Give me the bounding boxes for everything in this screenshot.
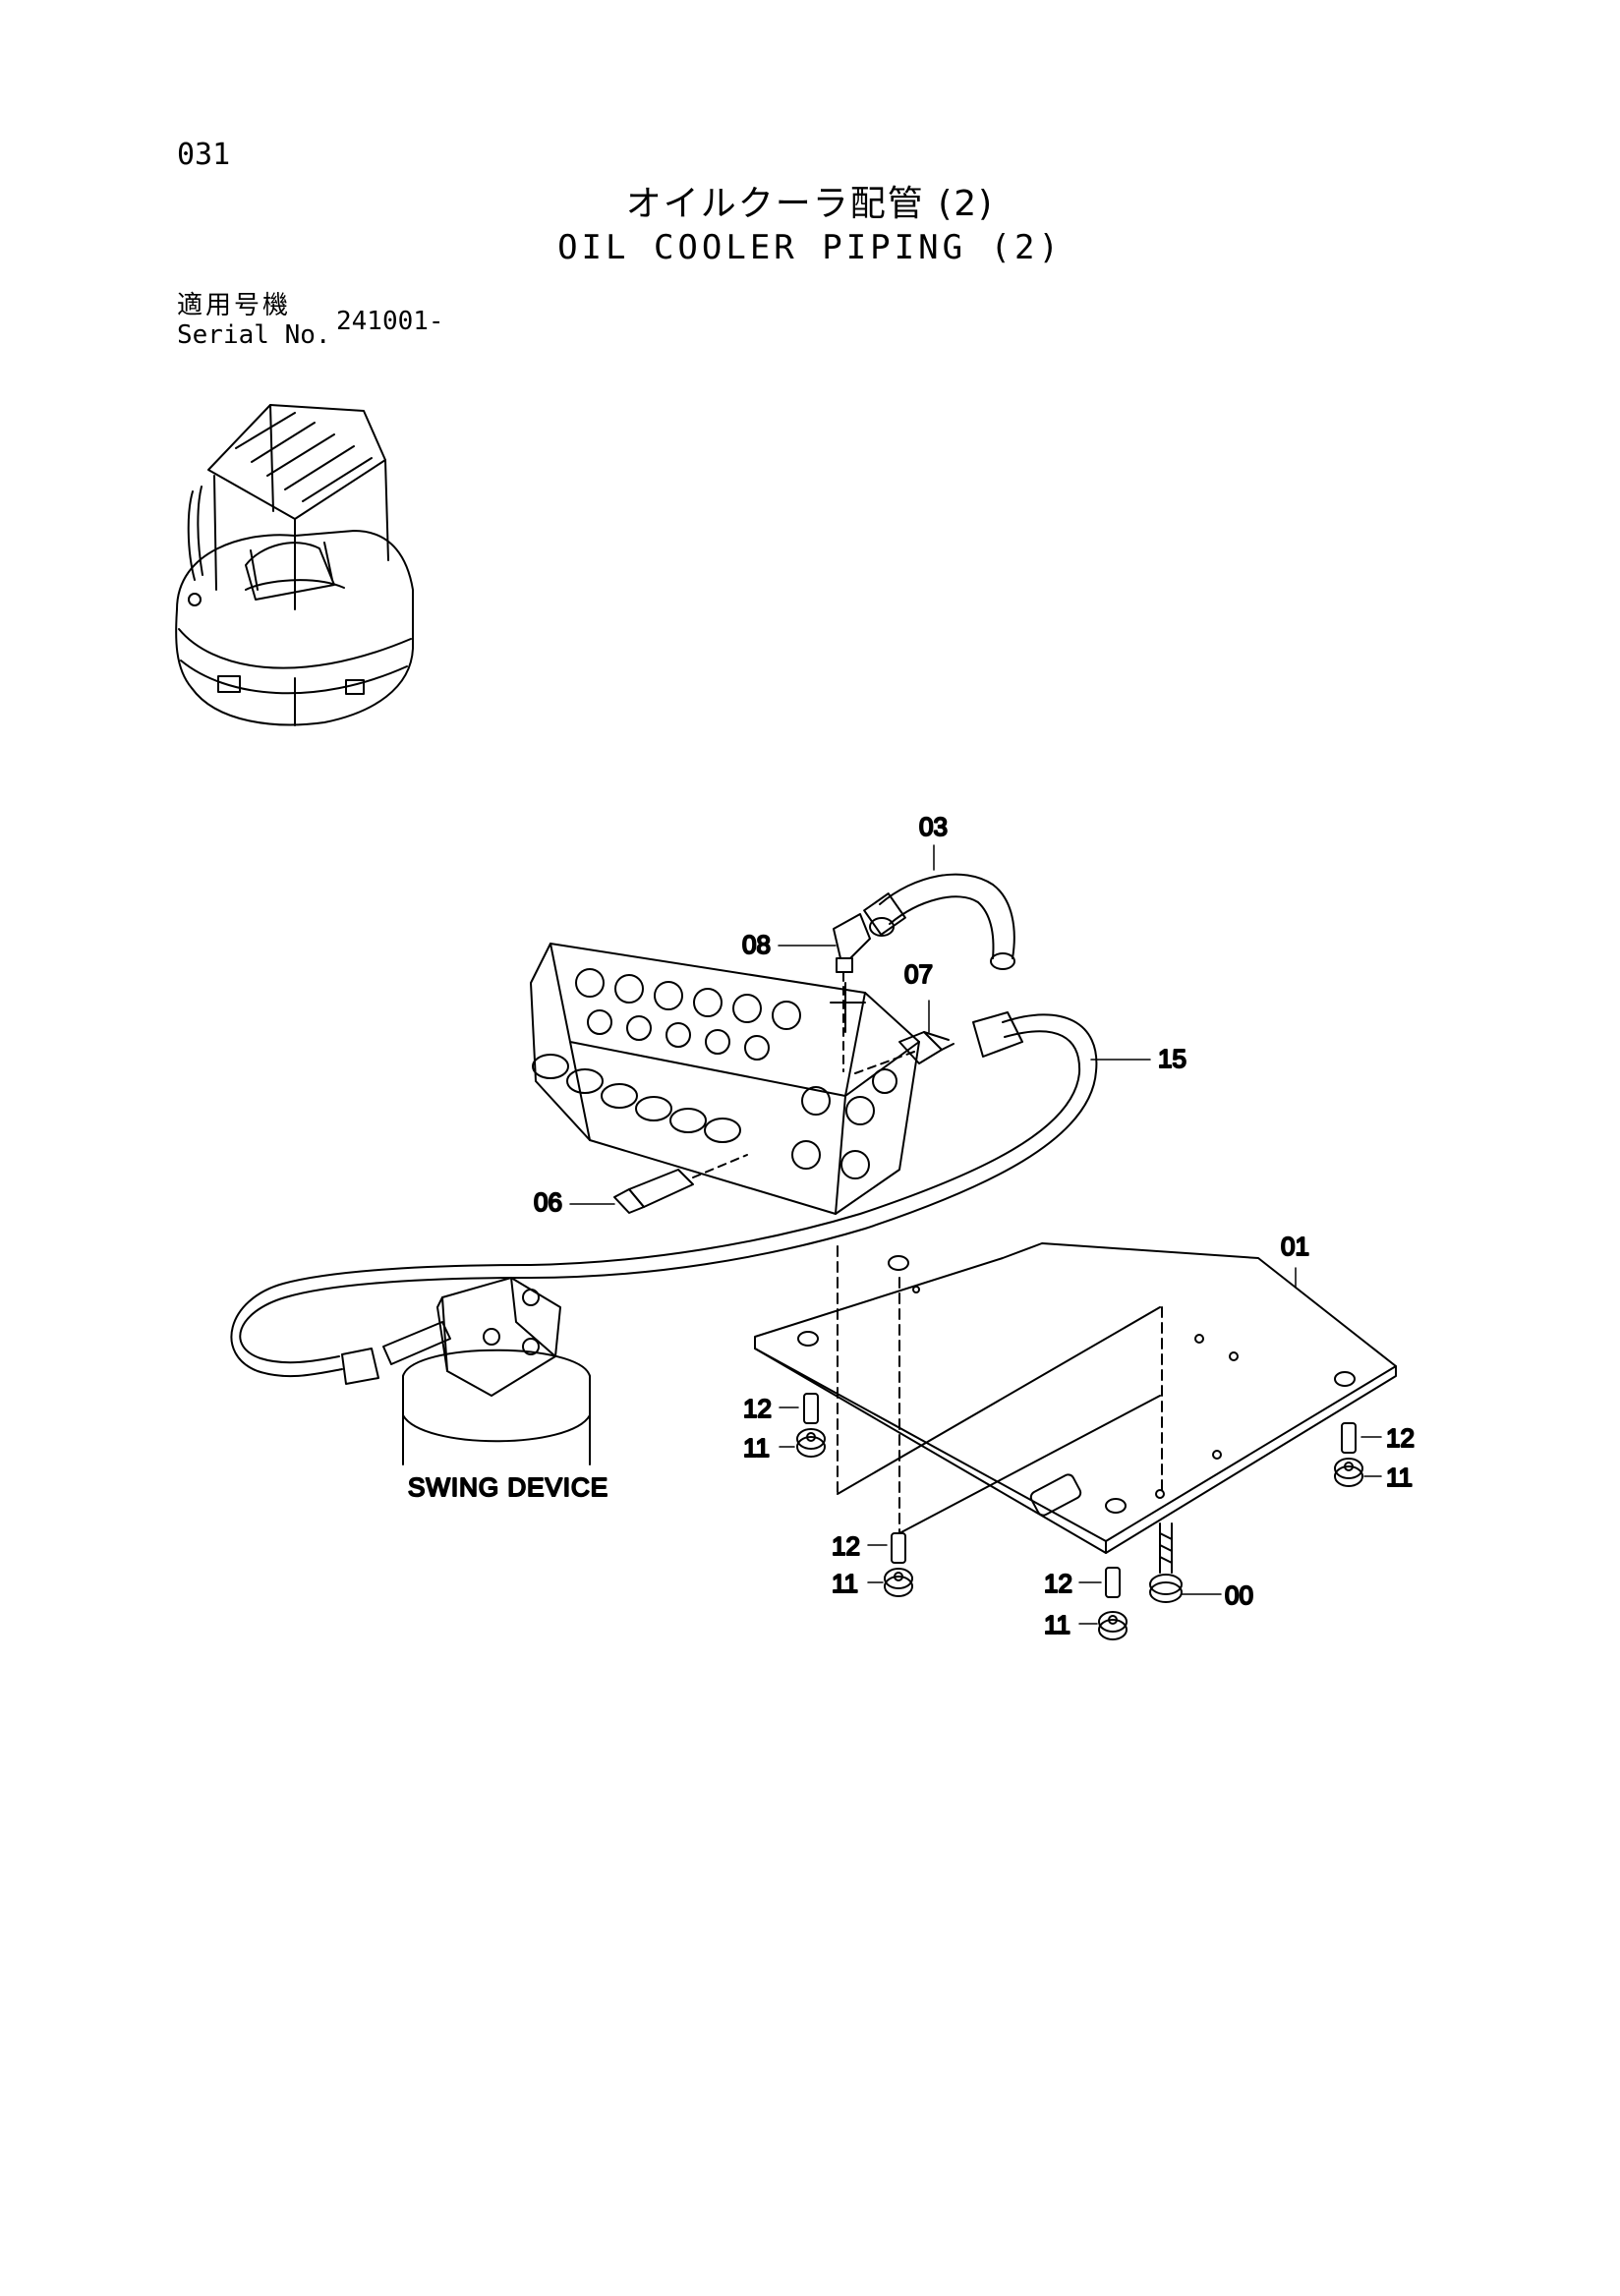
part-07-adapter <box>854 1031 955 1074</box>
swing-device <box>382 1277 591 1465</box>
callout-11-d: 11 <box>1386 1463 1413 1492</box>
callout-11-a: 11 <box>743 1433 770 1463</box>
callout-01: 01 <box>1281 1232 1309 1261</box>
callout-leader-lines <box>569 844 1382 1625</box>
callout-11-b: 11 <box>832 1569 858 1598</box>
excavator-overview-illustration <box>175 404 414 726</box>
callout-08: 08 <box>742 930 771 959</box>
page-number: 031 <box>177 138 231 172</box>
page-title-japanese: オイルクーラ配管 (2) <box>625 184 995 224</box>
part-11-12-bushings <box>796 1393 1363 1640</box>
callout-12-a: 12 <box>743 1394 772 1423</box>
serial-label-english: Serial No. <box>177 320 331 350</box>
part-01-plate <box>754 1242 1397 1554</box>
serial-label-japanese: 適用号機 <box>177 291 292 320</box>
part-00-bolt <box>1149 1522 1183 1603</box>
callout-11-c: 11 <box>1044 1610 1070 1639</box>
control-valve-block <box>530 943 920 1215</box>
callout-12-d: 12 <box>1386 1423 1415 1453</box>
serial-number-value: 241001- <box>336 307 444 336</box>
callout-07: 07 <box>904 959 933 989</box>
part-15-hose <box>230 1011 1098 1385</box>
callout-12-c: 12 <box>1044 1569 1072 1598</box>
part-03-elbow-pipe <box>863 873 1015 970</box>
page-title-english: OIL COOLER PIPING (2) <box>557 228 1063 267</box>
swing-device-caption: SWING DEVICE <box>408 1472 608 1502</box>
callout-06: 06 <box>534 1187 562 1217</box>
callout-12-b: 12 <box>832 1531 860 1561</box>
part-08-elbow-fitting <box>833 913 871 1072</box>
callout-00: 00 <box>1225 1580 1253 1610</box>
callout-03: 03 <box>919 812 948 841</box>
callout-15: 15 <box>1158 1044 1186 1073</box>
part-06-connector <box>613 1154 748 1214</box>
